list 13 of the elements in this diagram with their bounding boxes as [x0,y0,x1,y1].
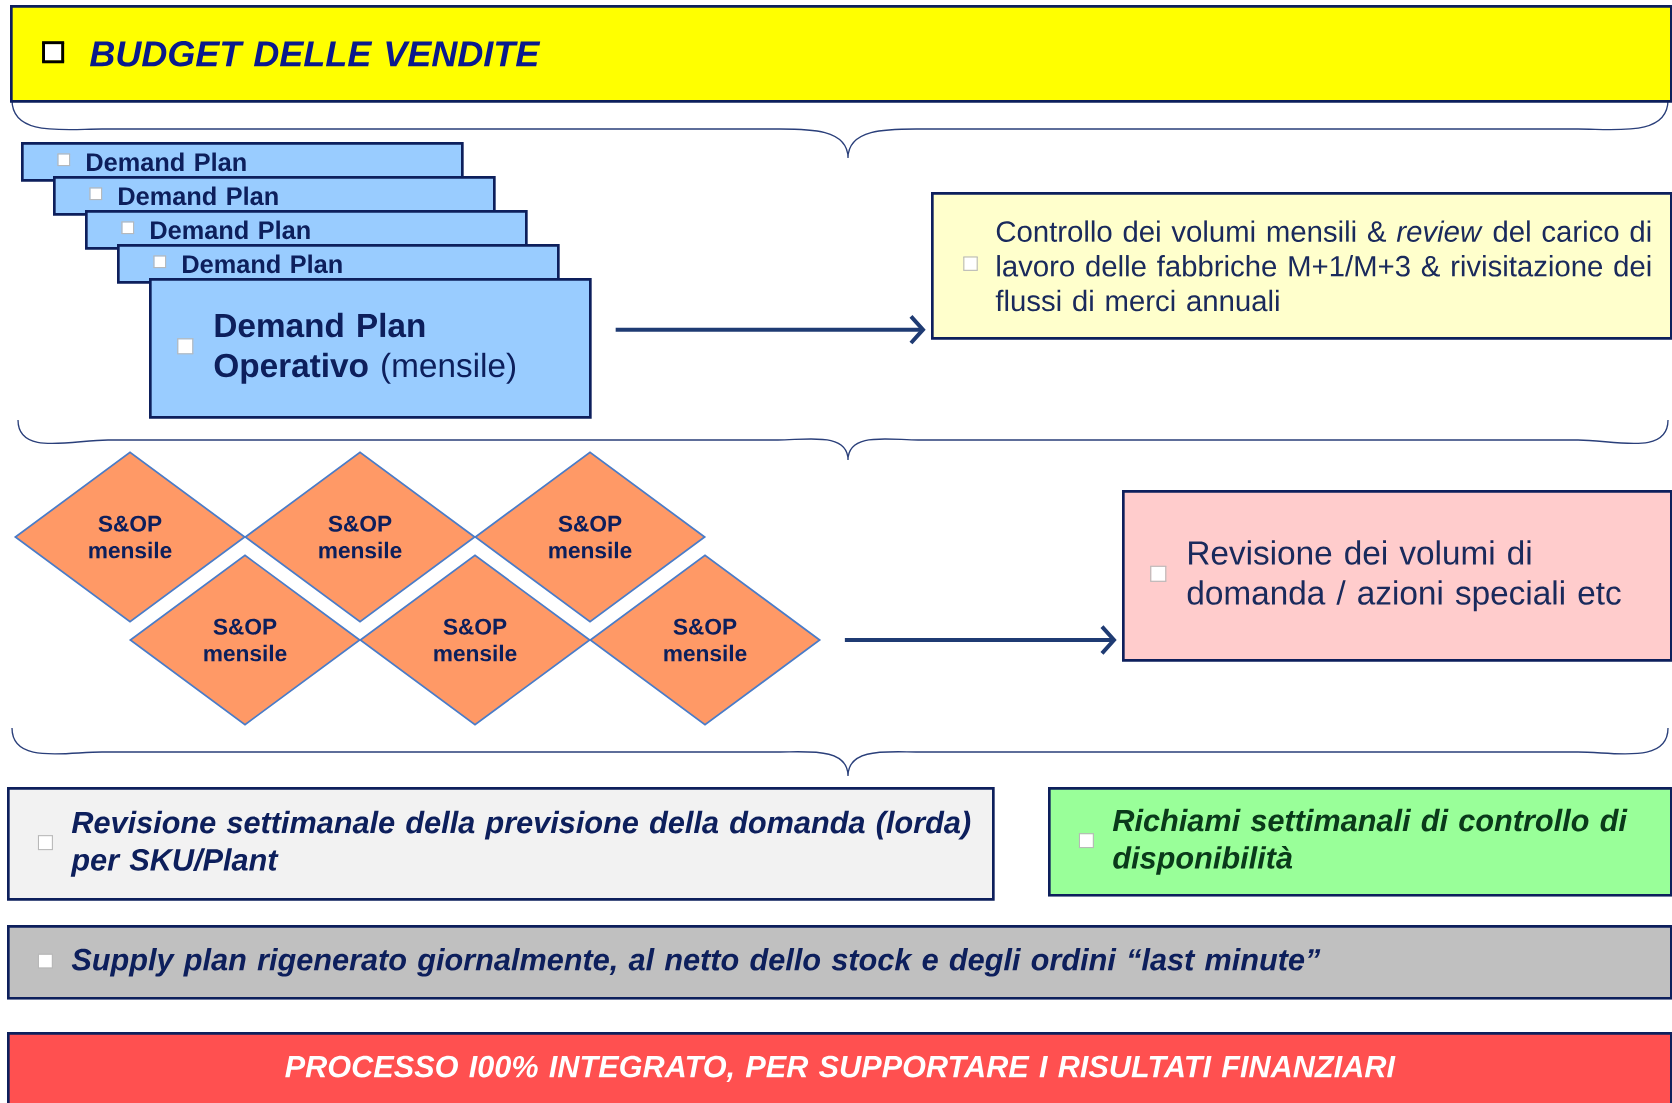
note-box: Controllo dei volumi mensili & review del carico di lavoro delle fabbriche M+1/M+3 & rivisitazione dei flussi di merci annuali [931,192,1672,340]
plan-box: Demand Plan [53,176,496,216]
plan-box: Demand Plan [85,210,528,250]
plan-box: Demand Plan [117,244,560,284]
process-box: Richiami settimanali di controllo di disponibilità [1048,787,1672,897]
arrow [615,315,926,345]
process-box: Revisione settimanale della previsione della domanda (lorda) per SKU/Plant [7,787,995,901]
note-box: Revisione dei volumi di domanda / azioni speciali etc [1122,490,1672,662]
title-bar: BUDGET DELLE VENDITE [10,5,1672,103]
result-bar: PROCESSO I00% INTEGRATO, PER SUPPORTARE I RISULTATI FINANZIARI [7,1032,1672,1103]
process-bar: Supply plan rigenerato giornalmente, al netto dello stock e degli ordini “last minute” [7,925,1672,1000]
arrow [844,625,1117,655]
plan-box: Demand Plan [21,142,464,182]
